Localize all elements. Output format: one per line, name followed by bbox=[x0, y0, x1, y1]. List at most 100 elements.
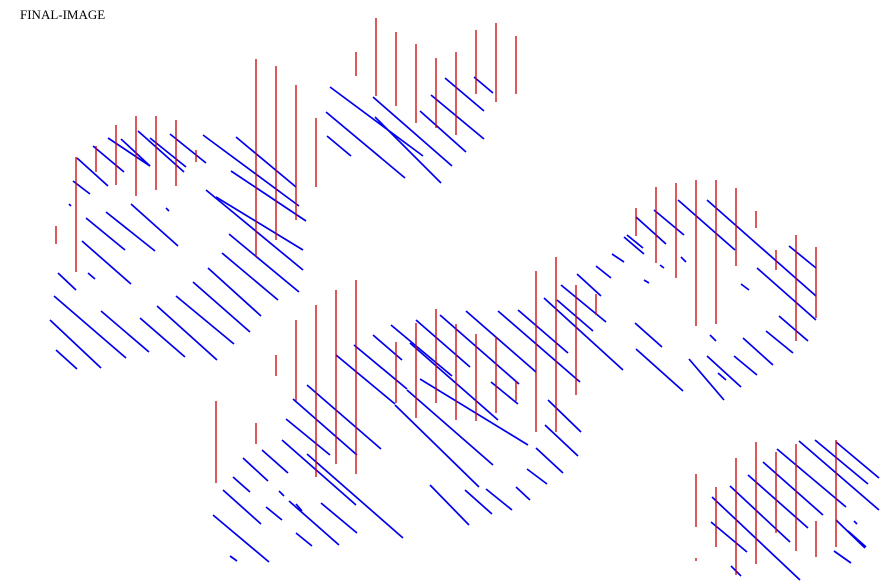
blue-hatch-stroke bbox=[325, 111, 406, 179]
blue-hatch-stroke bbox=[497, 310, 581, 383]
blue-hatch-stroke bbox=[320, 502, 358, 534]
blue-hatch-stroke bbox=[202, 134, 300, 207]
blue-hatch-stroke bbox=[215, 196, 304, 251]
blue-hatch-stroke bbox=[517, 309, 569, 354]
blue-hatch-stroke bbox=[740, 283, 750, 291]
blue-hatch-stroke bbox=[100, 310, 150, 353]
blue-hatch-stroke bbox=[444, 77, 485, 112]
blue-hatch-stroke bbox=[87, 272, 96, 280]
blue-hatch-stroke bbox=[68, 203, 72, 207]
blue-hatch-stroke bbox=[623, 236, 645, 255]
blue-hatch-stroke bbox=[265, 506, 283, 521]
blue-hatch-stroke bbox=[635, 348, 684, 392]
blue-hatch-stroke bbox=[55, 349, 78, 370]
image-title: FINAL-IMAGE bbox=[20, 7, 106, 22]
blue-hatch-stroke bbox=[137, 130, 185, 173]
blue-hatch-stroke bbox=[292, 398, 358, 456]
blue-hatch-stroke bbox=[221, 252, 279, 301]
blue-hatch-stroke bbox=[107, 137, 151, 167]
blue-hatch-stroke bbox=[710, 521, 748, 553]
blue-hatch-stroke bbox=[212, 514, 270, 563]
blue-hatch-stroke bbox=[419, 110, 467, 153]
blue-hatch-stroke bbox=[326, 135, 352, 157]
blue-hatch-stroke bbox=[709, 334, 717, 342]
blue-hatch-stroke bbox=[747, 474, 809, 529]
blue-hatch-stroke bbox=[232, 476, 251, 493]
blue-hatch-stroke bbox=[235, 136, 297, 188]
blue-hatch-stroke bbox=[81, 240, 132, 285]
blue-hatch-stroke bbox=[92, 145, 125, 173]
blue-hatch-stroke bbox=[192, 281, 251, 333]
blue-hatch-stroke bbox=[659, 264, 665, 269]
blue-hatch-stroke bbox=[285, 418, 331, 456]
blue-hatch-stroke bbox=[165, 207, 170, 212]
blue-hatch-stroke bbox=[130, 203, 179, 247]
blue-hatch-stroke bbox=[515, 486, 531, 501]
blue-hatch-stroke bbox=[390, 324, 453, 377]
blue-hatch-stroke bbox=[465, 310, 537, 373]
blue-hatch-stroke bbox=[372, 334, 403, 361]
blue-hatch-stroke bbox=[429, 484, 470, 526]
blue-hatch-stroke bbox=[556, 299, 594, 332]
blue-hatch-stroke bbox=[544, 424, 579, 457]
blue-hatch-stroke bbox=[222, 489, 262, 525]
blue-hatch-stroke bbox=[306, 453, 404, 539]
blue-hatch-stroke bbox=[242, 457, 269, 482]
blue-hatch-stroke bbox=[406, 389, 494, 466]
blue-hatch-stroke bbox=[261, 449, 289, 474]
blue-hatch-stroke bbox=[394, 404, 480, 488]
blue-hatch-stroke bbox=[464, 489, 493, 515]
blue-hatch-stroke bbox=[228, 233, 300, 293]
blue-hatch-stroke bbox=[853, 520, 858, 525]
blue-hatch-stroke bbox=[706, 199, 817, 297]
blue-hatch-stroke bbox=[677, 199, 736, 251]
blue-hatch-stroke bbox=[207, 267, 262, 317]
red-vertical-hatching bbox=[55, 18, 837, 575]
blue-hatch-stroke bbox=[278, 490, 285, 497]
blue-hatch-stroke bbox=[611, 253, 625, 263]
blue-hatch-stroke bbox=[814, 439, 869, 485]
blue-hatch-stroke bbox=[595, 265, 612, 279]
blue-hatch-stroke bbox=[295, 503, 303, 512]
blue-hatch-stroke bbox=[76, 157, 109, 187]
blue-hatch-stroke bbox=[415, 319, 471, 368]
blue-hatch-stroke bbox=[717, 372, 727, 381]
blue-hatch-stroke bbox=[653, 209, 685, 236]
blue-hatch-stroke bbox=[634, 322, 663, 348]
blue-hatch-stroke bbox=[353, 344, 408, 390]
blue-hatch-stroke bbox=[560, 284, 607, 323]
blue-hatch-stroke bbox=[156, 305, 218, 361]
blue-hatch-stroke bbox=[139, 317, 186, 358]
blue-hatch-stroke bbox=[733, 355, 758, 376]
blue-hatch-stroke bbox=[680, 256, 687, 263]
blue-hatch-stroke bbox=[409, 342, 499, 421]
blue-hatch-stroke bbox=[281, 439, 357, 506]
blue-hatch-stroke bbox=[526, 468, 548, 485]
blue-hatch-stroke bbox=[635, 216, 667, 245]
blue-hatch-stroke bbox=[306, 384, 382, 450]
blue-hatch-stroke bbox=[105, 211, 156, 252]
blue-hatch-stroke bbox=[643, 279, 650, 284]
blue-hatch-stroke bbox=[53, 295, 127, 359]
blue-hatch-stroke bbox=[329, 86, 424, 157]
blue-hatch-stroke bbox=[798, 440, 880, 511]
blue-hatch-stroke bbox=[776, 448, 847, 508]
blue-hatch-stroke bbox=[49, 319, 102, 369]
blue-hatch-stroke bbox=[742, 337, 774, 366]
blue-hatch-stroke bbox=[729, 485, 791, 543]
blue-hatch-stroke bbox=[419, 378, 529, 446]
blue-hatch-stroke bbox=[485, 488, 513, 511]
blue-hatch-stroke bbox=[788, 245, 817, 269]
blue-hatch-stroke bbox=[706, 355, 742, 388]
blue-hatch-stroke bbox=[230, 170, 307, 222]
blue-hatch-stroke bbox=[175, 295, 235, 345]
blue-hatch-stroke bbox=[576, 273, 602, 297]
blue-hatch-stroke bbox=[833, 550, 852, 564]
blue-hatch-stroke bbox=[335, 354, 396, 405]
blue-hatch-stroke bbox=[490, 381, 519, 405]
blue-hatch-stroke bbox=[535, 447, 564, 474]
blue-hatch-stroke bbox=[374, 116, 442, 184]
blue-hatch-stroke bbox=[543, 297, 624, 371]
blue-hatch-stroke bbox=[756, 267, 817, 321]
